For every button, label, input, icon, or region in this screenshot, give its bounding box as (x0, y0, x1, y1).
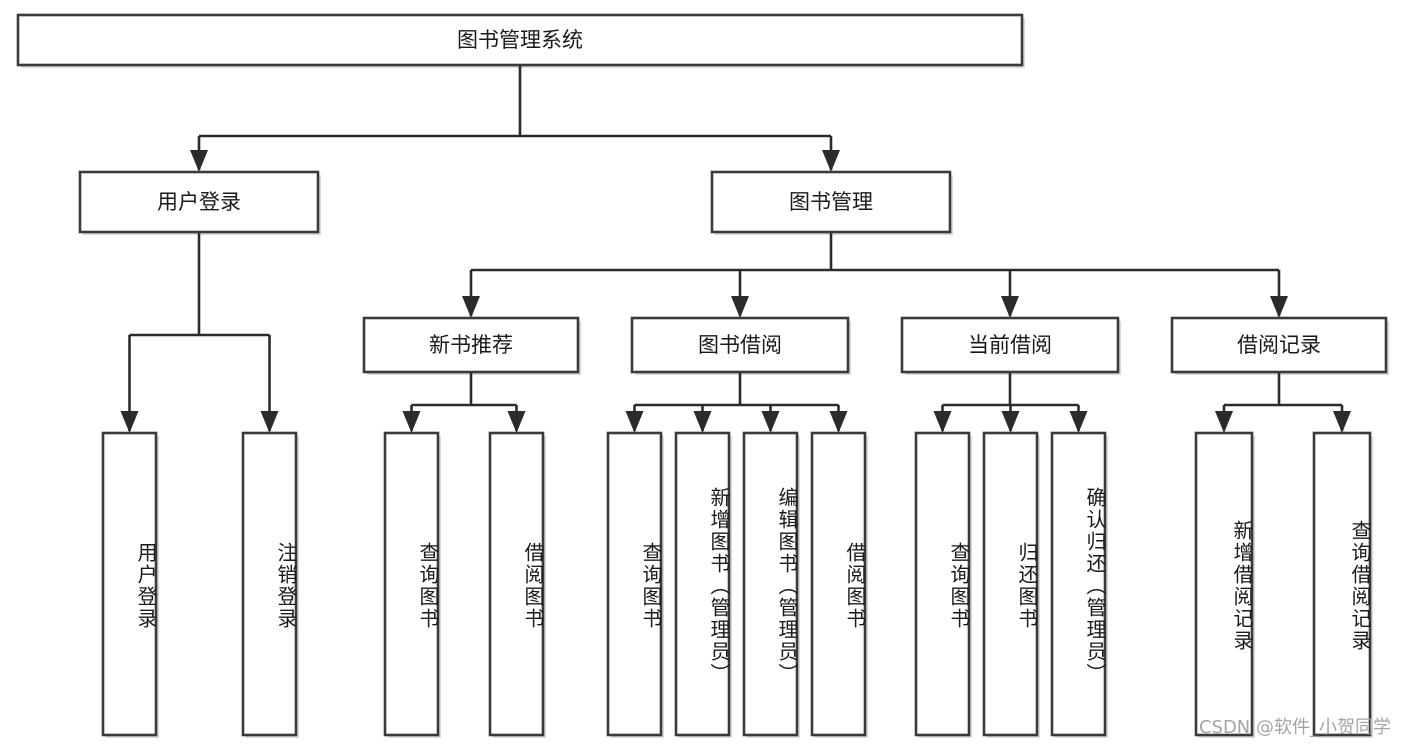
arrow-parent-4-to-leaf-0 (1215, 411, 1233, 433)
node-level2-label-3: 借阅记录 (1237, 333, 1321, 357)
node-root[interactable] (16, 13, 1024, 67)
arrow-parent-2-to-leaf-2 (761, 411, 780, 433)
arrow-parent-1-to-leaf-1 (507, 411, 526, 433)
node-leaf-10[interactable] (1050, 431, 1107, 737)
node-level2-0[interactable] (362, 316, 580, 374)
arrow-level1-to-level2-1 (731, 296, 749, 318)
node-leaf-9[interactable] (982, 431, 1039, 737)
node-level2-1[interactable] (630, 316, 850, 374)
csdn-watermark: CSDN @软件_小贺同学 (1198, 717, 1391, 738)
arrow-parent-3-to-leaf-0 (933, 411, 952, 433)
node-leaf-5[interactable] (674, 431, 731, 737)
node-leaf-4[interactable] (606, 431, 663, 737)
node-leaf-8[interactable] (914, 431, 971, 737)
node-leaf-0[interactable] (101, 431, 158, 737)
arrow-parent-4-to-leaf-1 (1333, 411, 1351, 433)
arrow-parent-2-to-leaf-3 (829, 411, 848, 433)
node-leaf-12[interactable] (1312, 431, 1372, 737)
node-level1-label-0: 用户登录 (157, 190, 241, 214)
connector-layer (120, 65, 1351, 433)
node-level2-label-2: 当前借阅 (968, 333, 1052, 357)
node-leaf-11[interactable] (1194, 431, 1254, 737)
node-level1-label-1: 图书管理 (789, 190, 873, 214)
node-leaf-6[interactable] (742, 431, 799, 737)
node-level2-label-1: 图书借阅 (698, 333, 782, 357)
node-box-layer (16, 13, 1388, 737)
node-level2-2[interactable] (900, 316, 1120, 374)
arrow-level1-to-level2-2 (1001, 296, 1019, 318)
node-leaf-2[interactable] (383, 431, 440, 737)
arrow-parent-0-to-leaf-1 (260, 411, 279, 433)
arrow-parent-3-to-leaf-1 (1001, 411, 1020, 433)
node-level2-3[interactable] (1170, 316, 1388, 374)
node-level1-0[interactable] (78, 170, 320, 234)
node-leaf-3[interactable] (488, 431, 545, 737)
arrow-parent-0-to-leaf-0 (120, 411, 139, 433)
node-leaf-7[interactable] (810, 431, 867, 737)
arrow-level1-to-level2-3 (1270, 296, 1288, 318)
arrow-root-to-level1-1 (822, 150, 840, 172)
node-level1-1[interactable] (710, 170, 952, 234)
arrow-parent-2-to-leaf-1 (693, 411, 712, 433)
arrow-parent-1-to-leaf-0 (402, 411, 421, 433)
arrow-parent-2-to-leaf-0 (625, 411, 644, 433)
node-root-label: 图书管理系统 (457, 28, 583, 52)
arrow-root-to-level1-0 (190, 150, 208, 172)
arrow-level1-to-level2-0 (462, 296, 480, 318)
arrow-parent-3-to-leaf-2 (1069, 411, 1088, 433)
node-leaf-1[interactable] (241, 431, 298, 737)
node-level2-label-0: 新书推荐 (429, 333, 513, 357)
